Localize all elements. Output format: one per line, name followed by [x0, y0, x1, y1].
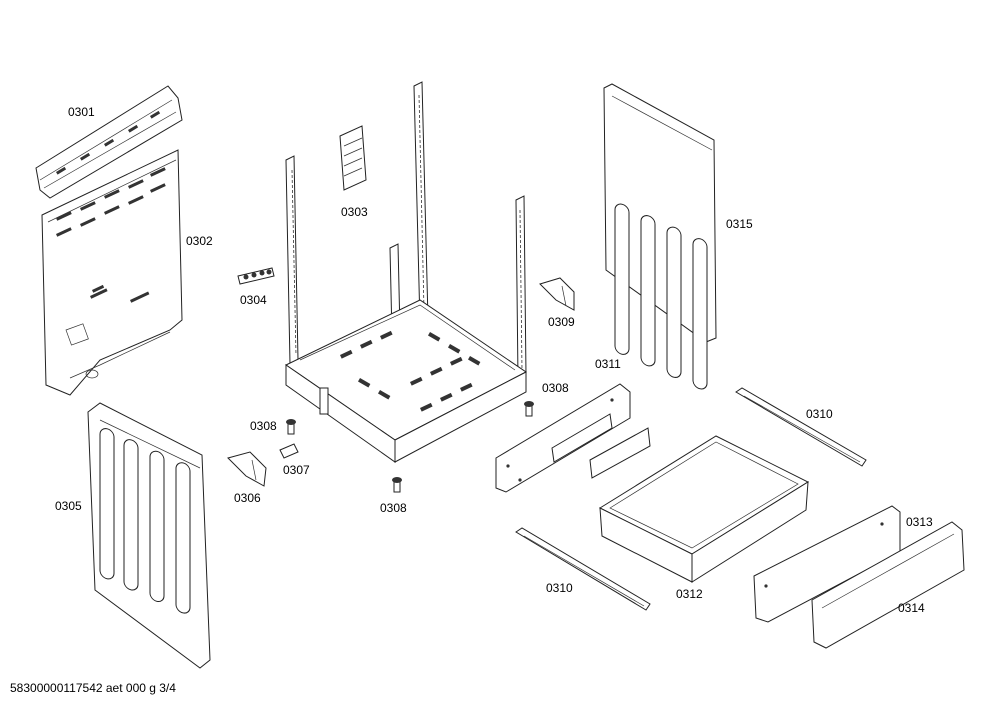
label-0301: 0301: [68, 105, 95, 119]
part-0307-clip: [279, 443, 299, 459]
footer-document-id: 58300000117542 aet 000 g 3/4: [10, 681, 176, 695]
label-0308-right: 0308: [542, 381, 569, 395]
label-0308-bottom: 0308: [380, 501, 407, 515]
label-0306: 0306: [234, 491, 261, 505]
part-0309-bracket: [539, 277, 575, 311]
part-0301-top-trim: [35, 85, 183, 199]
label-0309: 0309: [548, 315, 575, 329]
label-0310-upper: 0310: [806, 407, 833, 421]
part-0303-bracket: [339, 125, 367, 191]
label-0305: 0305: [55, 499, 82, 513]
label-0307: 0307: [283, 463, 310, 477]
label-0311: 0311: [595, 357, 621, 371]
part-0305-side-panel: [87, 402, 211, 669]
part-0315-side-panel: [603, 83, 717, 390]
label-0302: 0302: [186, 234, 213, 248]
part-0310-rail-upper: [735, 387, 867, 467]
screw-icon: [524, 401, 534, 417]
screw-icon: [286, 419, 296, 435]
part-filter-plate: [589, 427, 651, 479]
label-0312: 0312: [676, 587, 703, 601]
label-0315: 0315: [726, 217, 753, 231]
part-0302-rear-panel: [41, 149, 183, 396]
label-0314: 0314: [898, 601, 925, 615]
part-main-frame: [285, 81, 527, 463]
part-0311-front-rail: [495, 383, 631, 493]
label-0308-left: 0308: [250, 419, 277, 433]
part-0312-drawer: [598, 435, 810, 583]
label-0304: 0304: [240, 293, 267, 307]
label-0310-lower: 0310: [546, 581, 573, 595]
part-0306-bracket: [227, 451, 267, 487]
part-0314-front-panel: [811, 521, 965, 649]
label-0313: 0313: [906, 515, 933, 529]
part-0304-clips: [237, 267, 275, 285]
screw-icon: [392, 477, 402, 493]
label-0303: 0303: [341, 205, 368, 219]
part-0310-rail-lower: [515, 527, 651, 611]
